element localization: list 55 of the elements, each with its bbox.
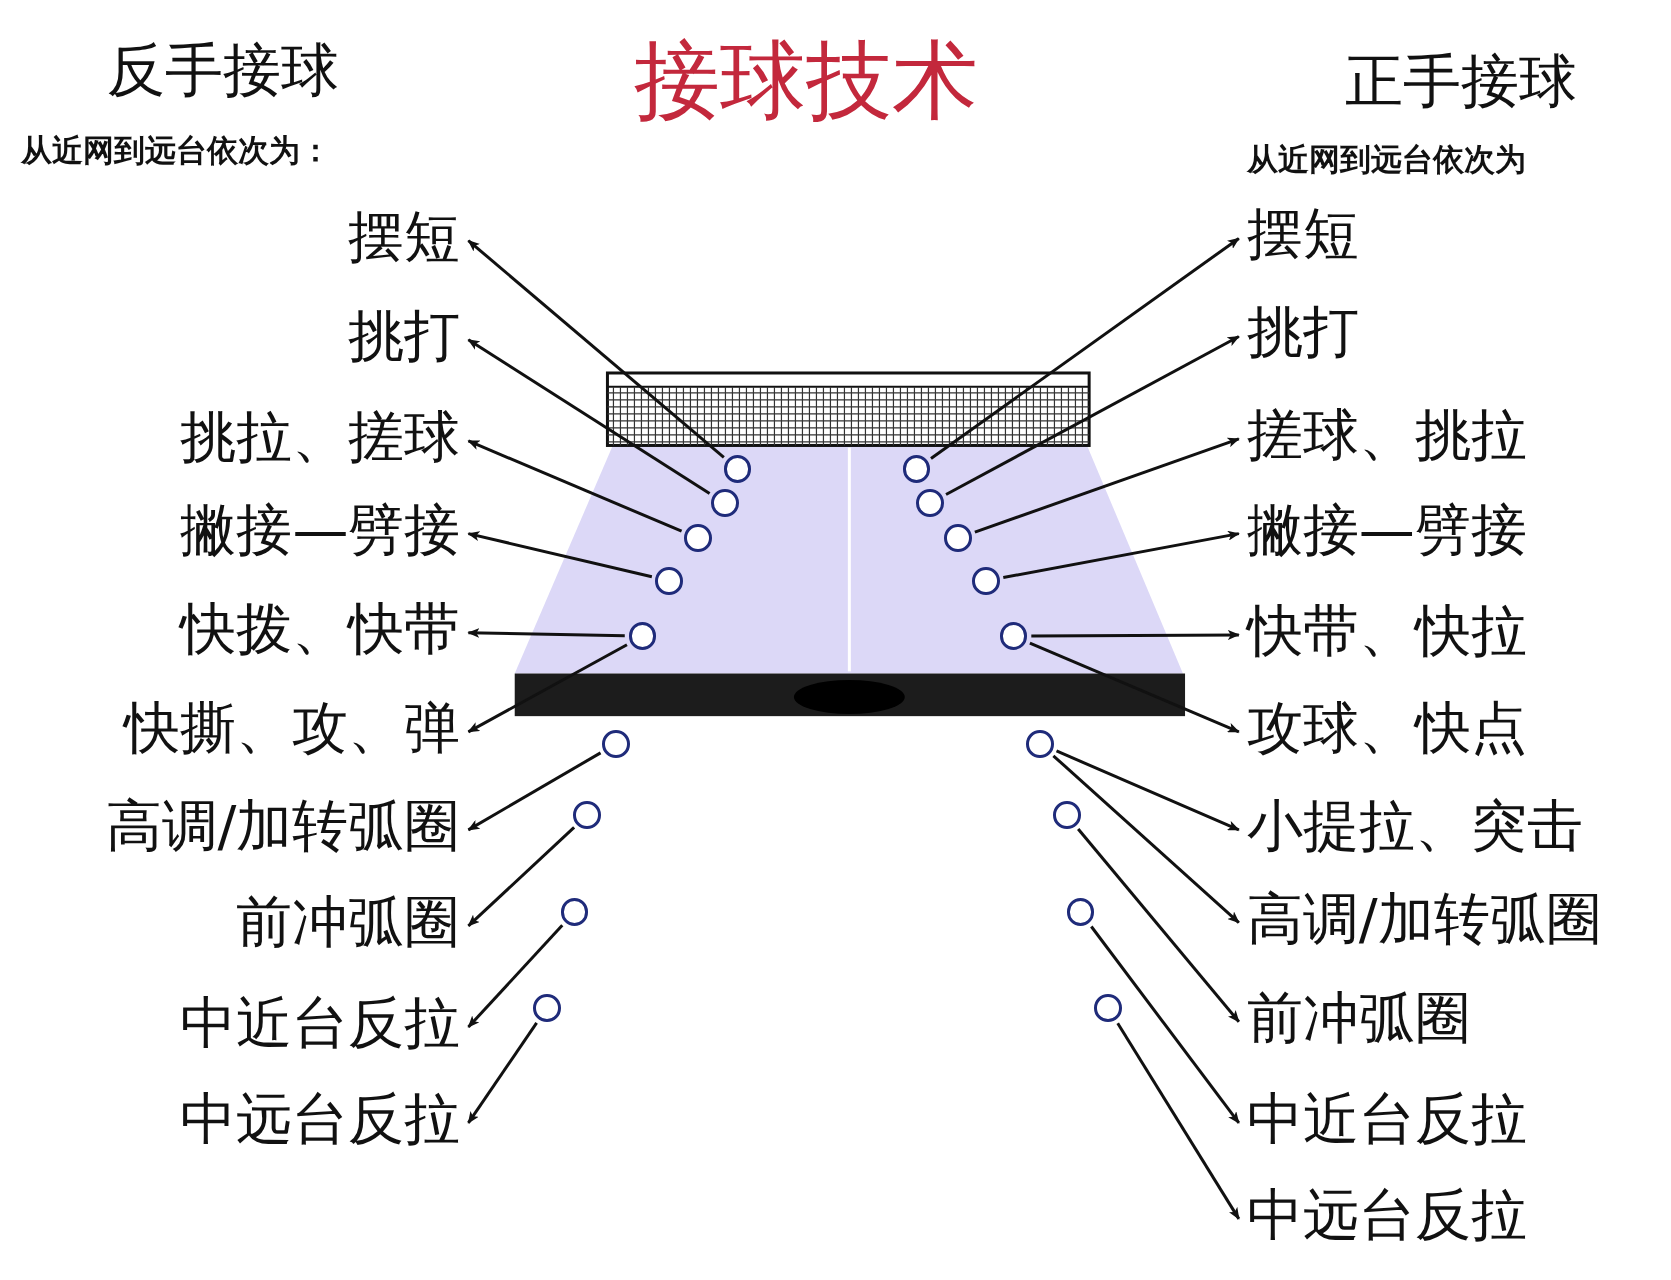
ball-circle [560, 898, 589, 927]
arrow [945, 335, 1240, 496]
technique-label: 搓球、挑拉 [1246, 403, 1527, 466]
technique-label: 前冲弧圈 [1246, 986, 1471, 1049]
ball-circle [602, 730, 630, 758]
ball-circle [573, 801, 602, 830]
arrow [1031, 629, 1240, 640]
ball-circle [1094, 994, 1123, 1022]
arrow [467, 239, 725, 459]
technique-label: 快拨、快带 [180, 597, 461, 660]
technique-label: 攻球、快点 [1246, 696, 1527, 759]
technique-label: 中近台反拉 [180, 992, 461, 1055]
technique-label: 快撕、攻、弹 [124, 696, 461, 759]
technique-label: 快带、快拉 [1246, 599, 1527, 662]
ball-circle [532, 994, 561, 1022]
technique-label: 高调/加转弧圈 [105, 794, 461, 857]
arrow [467, 751, 602, 832]
arrow [467, 924, 564, 1029]
technique-label: 前冲弧圈 [236, 890, 461, 953]
arrow [467, 627, 625, 638]
arrow [467, 338, 711, 495]
technique-label: 中远台反拉 [180, 1087, 461, 1150]
arrow [1003, 530, 1240, 579]
title: 接球技术 [634, 31, 979, 128]
arrow [974, 437, 1240, 534]
arrow [930, 237, 1240, 460]
side-heading: 正手接球 [1344, 47, 1577, 115]
arrow [1055, 749, 1240, 832]
arrow [467, 643, 628, 734]
technique-label: 撇接—劈接 [180, 498, 461, 561]
arrow [1116, 1022, 1241, 1220]
technique-label: 高调/加转弧圈 [1246, 887, 1602, 950]
ball-circle [1052, 801, 1081, 830]
arrow [467, 531, 653, 579]
technique-label: 挑拉、搓球 [180, 405, 461, 468]
side-heading: 反手接球 [106, 37, 339, 104]
arrow [467, 826, 576, 927]
technique-label: 摆短 [348, 205, 461, 268]
technique-label: 小提拉、突击 [1246, 794, 1583, 857]
subheading: 从近网到远台依次为 [1246, 141, 1526, 178]
technique-label: 摆短 [1246, 203, 1359, 266]
technique-label: 挑打 [348, 304, 461, 367]
technique-label: 挑打 [1246, 301, 1359, 364]
technique-label: 中远台反拉 [1246, 1183, 1527, 1246]
arrow [1077, 828, 1240, 1023]
arrow [467, 1022, 538, 1124]
technique-label: 撇接—劈接 [1246, 498, 1527, 561]
technique-label: 中近台反拉 [1246, 1087, 1527, 1150]
arrow [1052, 754, 1240, 924]
arrow [1029, 641, 1240, 734]
ball-circle [1066, 898, 1095, 927]
arrow [467, 439, 683, 533]
ball-circle [1026, 730, 1054, 758]
subheading: 从近网到远台依次为： [21, 133, 332, 169]
arrow [1090, 925, 1241, 1124]
